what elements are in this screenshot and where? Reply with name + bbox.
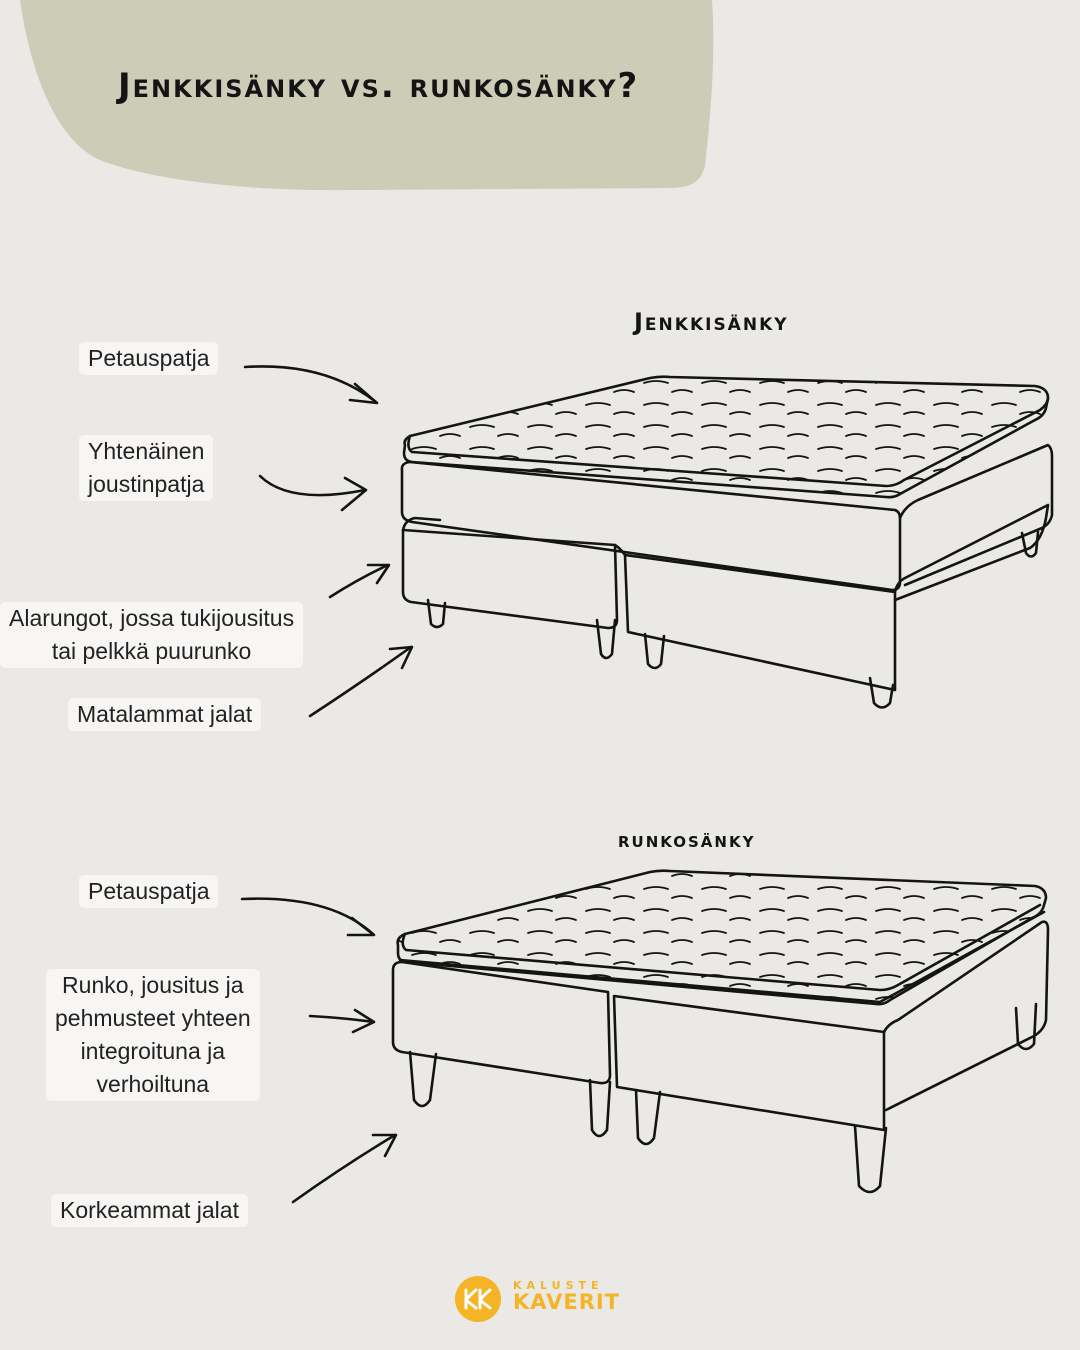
arrow-icon bbox=[243, 365, 379, 405]
runkosanky-heading: runkosänky bbox=[618, 828, 756, 853]
label-line: pehmusteet yhteen bbox=[55, 1005, 251, 1031]
arrow-icon bbox=[308, 1008, 376, 1034]
label-korkeammat-jalat: Korkeammat jalat bbox=[51, 1194, 248, 1227]
arrow-icon bbox=[258, 474, 368, 512]
label-runko: Runko, jousitus ja pehmusteet yhteen int… bbox=[46, 969, 260, 1101]
label-matalammat-jalat: Matalammat jalat bbox=[68, 698, 262, 731]
label-text: Matalammat jalat bbox=[77, 701, 253, 727]
arrow-icon bbox=[240, 897, 376, 937]
kalustekaverit-logo: KALUSTE KAVERIT bbox=[455, 1276, 635, 1322]
label-petauspatja-1: Petauspatja bbox=[79, 342, 219, 375]
header-blob bbox=[20, 0, 714, 191]
label-line: Yhtenäinen bbox=[88, 438, 205, 464]
label-line: tai pelkkä puurunko bbox=[51, 638, 252, 664]
label-line: joustinpatja bbox=[88, 471, 205, 497]
runkosanky-bed-icon bbox=[391, 869, 1050, 1194]
label-text: Korkeammat jalat bbox=[60, 1197, 239, 1223]
label-line: Alarungot, jossa tukijousitus bbox=[9, 605, 295, 631]
label-line: verhoiltuna bbox=[96, 1071, 210, 1097]
label-line: Runko, jousitus ja bbox=[62, 972, 244, 998]
label-text: Petauspatja bbox=[88, 345, 210, 371]
logo-line-2: KAVERIT bbox=[513, 1290, 621, 1314]
arrow-icon bbox=[308, 645, 414, 718]
label-line: integroituna ja bbox=[80, 1038, 226, 1064]
label-alarungot: Alarungot, jossa tukijousitus tai pelkkä… bbox=[0, 602, 304, 668]
label-joustinpatja: Yhtenäinen joustinpatja bbox=[79, 435, 214, 501]
logo-line-1: KALUSTE bbox=[513, 1279, 604, 1292]
arrow-icon bbox=[328, 563, 391, 599]
page-title: Jenkkisänky vs. runkosänky? bbox=[118, 66, 640, 106]
label-text: Petauspatja bbox=[88, 878, 210, 904]
jenkkisanky-bed-icon bbox=[400, 375, 1054, 709]
jenkkisanky-heading: Jenkkisänky bbox=[634, 308, 789, 336]
label-petauspatja-2: Petauspatja bbox=[79, 875, 219, 908]
arrow-icon bbox=[291, 1133, 398, 1204]
kk-monogram-icon bbox=[455, 1276, 501, 1322]
